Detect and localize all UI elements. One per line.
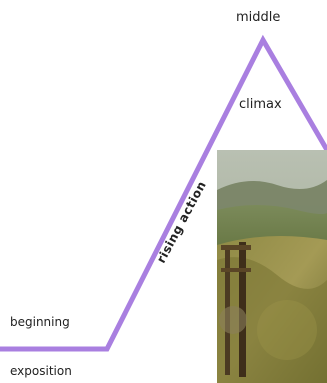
middle-label: middle	[236, 10, 280, 25]
exposition-label: exposition	[10, 364, 72, 378]
beginning-label: beginning	[10, 315, 70, 329]
landscape-photo	[217, 150, 327, 383]
climax-label: climax	[239, 97, 282, 112]
